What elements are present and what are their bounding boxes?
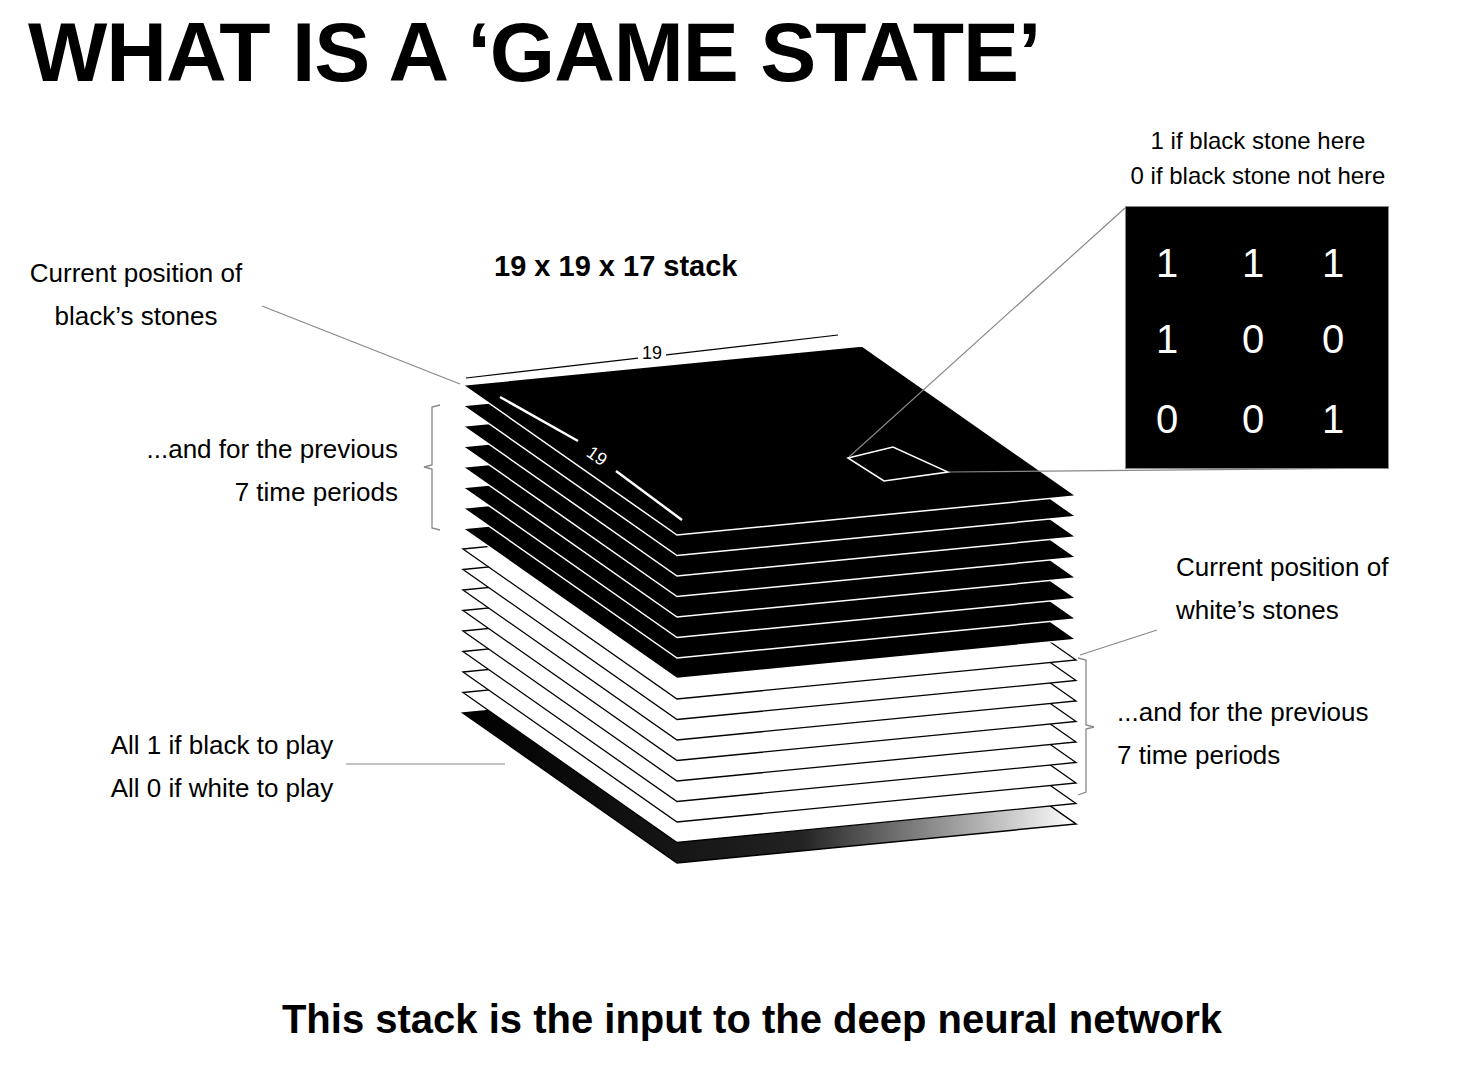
black-plane [463,346,1076,535]
zoom-heading: 0 if black stone not here [1131,161,1386,191]
caption: This stack is the input to the deep neur… [282,995,1222,1043]
bracket-label: ...and for the previous 7 time periods [1117,691,1379,777]
dimension-label: 19 [638,343,666,363]
dimension-line [466,335,838,378]
stack-layers [463,346,1076,863]
turn-label: All 0 if white to play [111,770,334,806]
leader-line [849,208,1125,457]
leader-line [346,763,505,764]
leader-line [1080,630,1157,655]
stack-size: 19 x 19 x 17 stack [494,248,737,284]
bracket-label: ...and for the previous 7 time periods [136,428,398,514]
zoom-heading: 1 if black stone here [1151,126,1366,156]
grid-value: 0 [1322,317,1344,361]
dimension-label: 19 [580,440,614,472]
plane-label: Current position of white’s stones [1176,546,1416,632]
grid-value: 0 [1156,397,1178,441]
grid-value: 1 [1156,241,1178,285]
zoom-region [848,447,948,481]
grid-value: 1 [1242,241,1264,285]
dimension-line [500,397,578,441]
grid-value: 1 [1156,317,1178,361]
grid-value: 0 [1242,317,1264,361]
grid-value: 0 [1242,397,1264,441]
grid-value: 1 [1322,241,1344,285]
bracket [1078,658,1094,795]
dimension-line [616,471,682,520]
zoom-box: 1 if black stone here0 if black stone no… [1125,206,1389,469]
turn-label: All 1 if black to play [111,727,334,763]
grid-value: 1 [1322,397,1344,441]
leader-line [262,306,460,384]
bracket [424,405,440,530]
plane-label: Current position of black’s stones [16,252,256,338]
title: WHAT IS A ‘GAME STATE’ [28,6,1040,98]
